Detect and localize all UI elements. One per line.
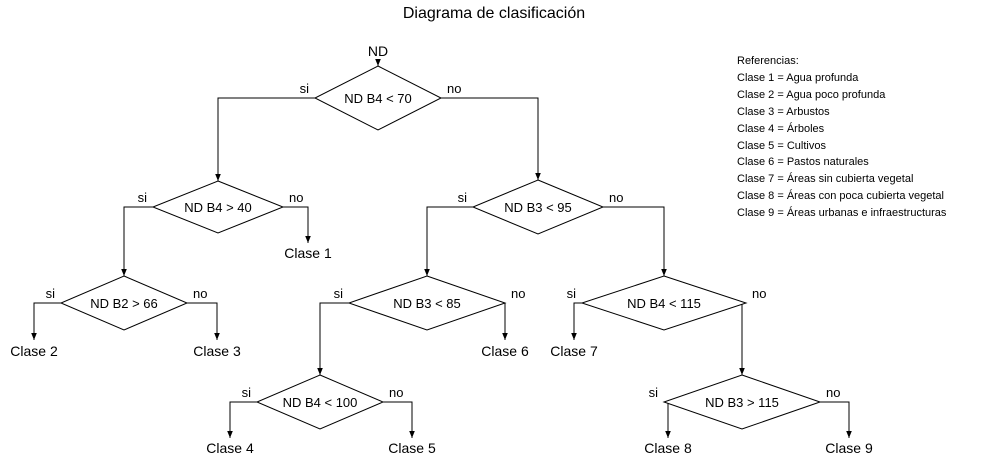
leaf-c1: Clase 1: [284, 245, 332, 261]
decision-node-d4: [59, 275, 189, 331]
edge-d2-c1: [283, 206, 311, 243]
legend-item: Clase 1 = Agua profunda: [737, 71, 859, 84]
legend: Referencias: Clase 1 = Agua profunda Cla…: [737, 53, 946, 222]
branch-label-si-d1: si: [300, 81, 310, 96]
edge-d1-d2: [215, 97, 315, 181]
edge-d6-d8: [739, 302, 746, 375]
edge-d4-c2: [31, 302, 61, 340]
legend-item: Clase 8 = Áreas con poca cubierta vegeta…: [737, 190, 944, 203]
branch-label-si-d2: si: [138, 190, 148, 205]
leaf-c4: Clase 4: [206, 440, 254, 456]
legend-item: Clase 7 = Áreas sin cubierta vegetal: [737, 173, 914, 186]
edge-d8-c8: [664, 401, 671, 438]
branch-label-no-d1: no: [447, 81, 461, 96]
decision-node-d5: [347, 275, 507, 331]
decision-label-d1: ND B4 < 70: [344, 91, 412, 106]
branch-label-si-d5: si: [334, 286, 344, 301]
leaf-c3: Clase 3: [193, 343, 241, 359]
branch-label-si-d3: si: [458, 190, 468, 205]
legend-item: Clase 6 = Pastos naturales: [737, 156, 869, 169]
leaf-c8: Clase 8: [644, 440, 692, 456]
decision-node-d3: [471, 179, 605, 235]
edge-d3-d5: [424, 206, 473, 276]
decision-label-d2: ND B4 > 40: [184, 200, 252, 215]
diagram-title: Diagrama de clasificación: [402, 5, 586, 22]
edge-d5-d7: [317, 302, 349, 375]
decision-node-d1: [313, 65, 443, 131]
decision-node-d7: [255, 374, 385, 430]
legend-item: Clase 4 = Árboles: [737, 122, 825, 135]
decision-label-d7: ND B4 < 100: [283, 395, 358, 410]
edge-d7-c4: [227, 401, 257, 438]
branch-label-si-d6: si: [567, 286, 577, 301]
decision-label-d3: ND B3 < 95: [504, 200, 572, 215]
branch-label-no-d6: no: [752, 286, 766, 301]
branch-label-si-d7: si: [242, 385, 252, 400]
edge-d1-d3: [441, 97, 541, 180]
edge-d7-c5: [383, 401, 415, 438]
branch-label-si-d4: si: [46, 286, 56, 301]
decision-label-d5: ND B3 < 85: [393, 296, 461, 311]
legend-item: Clase 3 = Arbustos: [737, 105, 830, 118]
root-label: ND: [368, 43, 388, 59]
legend-item: Clase 2 = Agua poco profunda: [737, 88, 886, 101]
branch-label-no-d5: no: [511, 286, 525, 301]
leaf-c2: Clase 2: [10, 343, 58, 359]
edge-d4-c3: [187, 302, 220, 340]
edge-d2-d4: [121, 206, 153, 276]
edge-d8-c9: [820, 401, 852, 438]
decision-node-d6: [580, 275, 748, 331]
legend-heading: Referencias:: [737, 55, 799, 67]
branch-label-no-d7: no: [389, 385, 403, 400]
decision-label-d8: ND B3 > 115: [705, 395, 779, 410]
edge-d3-d6: [603, 206, 667, 276]
leaf-c9: Clase 9: [825, 440, 873, 456]
decision-label-d6: ND B4 < 115: [627, 296, 701, 311]
branch-label-no-d3: no: [609, 190, 623, 205]
decision-node-d8: [662, 374, 822, 430]
leaf-c7: Clase 7: [550, 343, 598, 359]
branch-label-no-d8: no: [826, 385, 840, 400]
edge-d6-c7: [571, 302, 582, 340]
decision-label-d4: ND B2 > 66: [90, 296, 158, 311]
branch-label-no-d4: no: [193, 286, 207, 301]
leaf-c6: Clase 6: [481, 343, 529, 359]
branch-label-si-d8: si: [649, 385, 659, 400]
decision-node-d2: [151, 180, 285, 234]
branch-label-no-d2: no: [289, 190, 303, 205]
legend-item: Clase 5 = Cultivos: [737, 139, 826, 152]
legend-item: Clase 9 = Áreas urbanas e infraestructur…: [737, 207, 947, 220]
leaf-c5: Clase 5: [388, 440, 436, 456]
